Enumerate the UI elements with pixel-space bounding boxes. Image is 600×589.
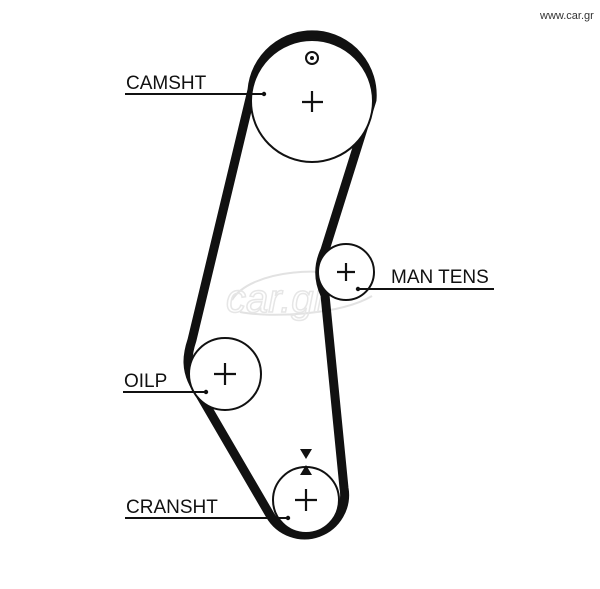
camshaft-callout: CAMSHT xyxy=(125,73,267,97)
crankshaft-leader-dot xyxy=(285,515,291,521)
tensioner-label: MAN TENS xyxy=(391,267,489,288)
crankshaft-pulley xyxy=(272,449,340,534)
timing-mark-icon xyxy=(305,51,319,65)
crankshaft-callout: CRANSHT xyxy=(125,497,291,521)
tensioner-pulley xyxy=(317,243,375,301)
camshaft-label: CAMSHT xyxy=(126,73,207,94)
oil-pump-leader-dot xyxy=(203,389,209,395)
crankshaft-label: CRANSHT xyxy=(126,497,218,518)
oil-pump-pulley xyxy=(188,337,262,411)
background-logo-text: car.gr xyxy=(226,277,328,321)
camshaft-leader-dot xyxy=(261,91,267,97)
oil-pump-callout: OILP xyxy=(123,371,209,395)
oil-pump-label: OILP xyxy=(124,371,167,392)
camshaft-pulley xyxy=(250,39,374,163)
background-logo: car.gr xyxy=(225,270,373,322)
crank-marker-up-icon xyxy=(300,465,312,475)
crank-marker-down-icon xyxy=(300,449,312,459)
tensioner-leader-dot xyxy=(355,286,361,292)
watermark-text: www.car.gr xyxy=(540,10,594,22)
tensioner-callout: MAN TENS xyxy=(355,267,494,292)
timing-mark-dot-icon xyxy=(310,56,314,60)
logo-swoosh-bottom xyxy=(239,295,373,316)
